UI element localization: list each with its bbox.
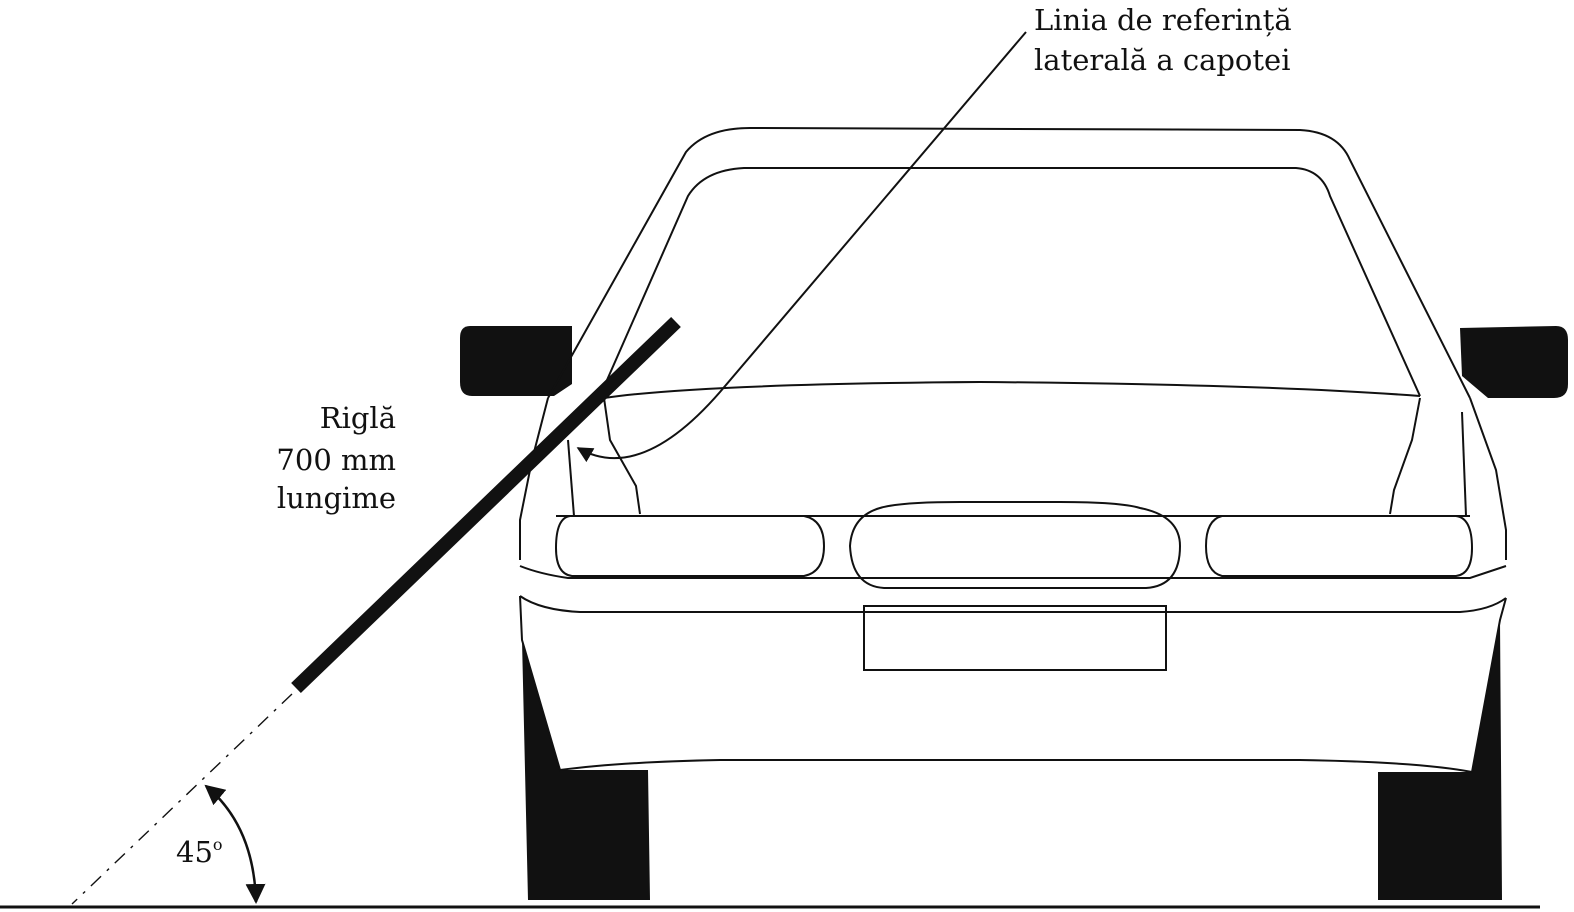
left-wheel — [522, 640, 650, 900]
reference-line-label-line2: laterală a capotei — [1034, 43, 1290, 77]
ruler-label-line2: 700 mm — [276, 443, 396, 477]
angle-label: 45o — [176, 835, 223, 869]
hood-side-right — [1461, 411, 1467, 517]
license-plate — [863, 605, 1167, 671]
windshield-inner — [599, 167, 1421, 397]
roof-outline — [547, 126, 1471, 399]
ruler-extension — [71, 693, 293, 905]
hood-side-left — [567, 439, 575, 517]
left-fender — [519, 397, 549, 560]
angle-arc — [204, 784, 266, 904]
side-mirrors — [460, 326, 1568, 398]
hood-side-right-inner — [1389, 397, 1421, 515]
hood-top — [603, 380, 1421, 399]
car-body — [519, 126, 1507, 774]
reference-line-label-line1: Linia de referință — [1034, 3, 1292, 37]
bumper-middle — [519, 595, 1507, 613]
right-mirror — [1460, 326, 1568, 398]
wheels — [522, 620, 1502, 900]
ruler-bar — [291, 316, 681, 694]
right-headlight — [1204, 515, 1474, 577]
left-headlight — [554, 515, 826, 577]
angle-degree-mark: o — [213, 835, 223, 854]
ruler-label-line3: lungime — [277, 481, 396, 515]
reference-leader-line — [576, 31, 1027, 463]
angle-value: 45 — [176, 835, 213, 869]
right-fender — [1469, 397, 1507, 560]
grille — [848, 501, 1182, 589]
left-mirror — [460, 326, 572, 396]
bumper-upper — [519, 565, 1507, 579]
hood-side-left-inner — [603, 397, 641, 515]
ruler-label-line1: Riglă — [320, 401, 396, 435]
right-wheel — [1378, 620, 1502, 900]
bumper-lower — [519, 595, 1507, 774]
